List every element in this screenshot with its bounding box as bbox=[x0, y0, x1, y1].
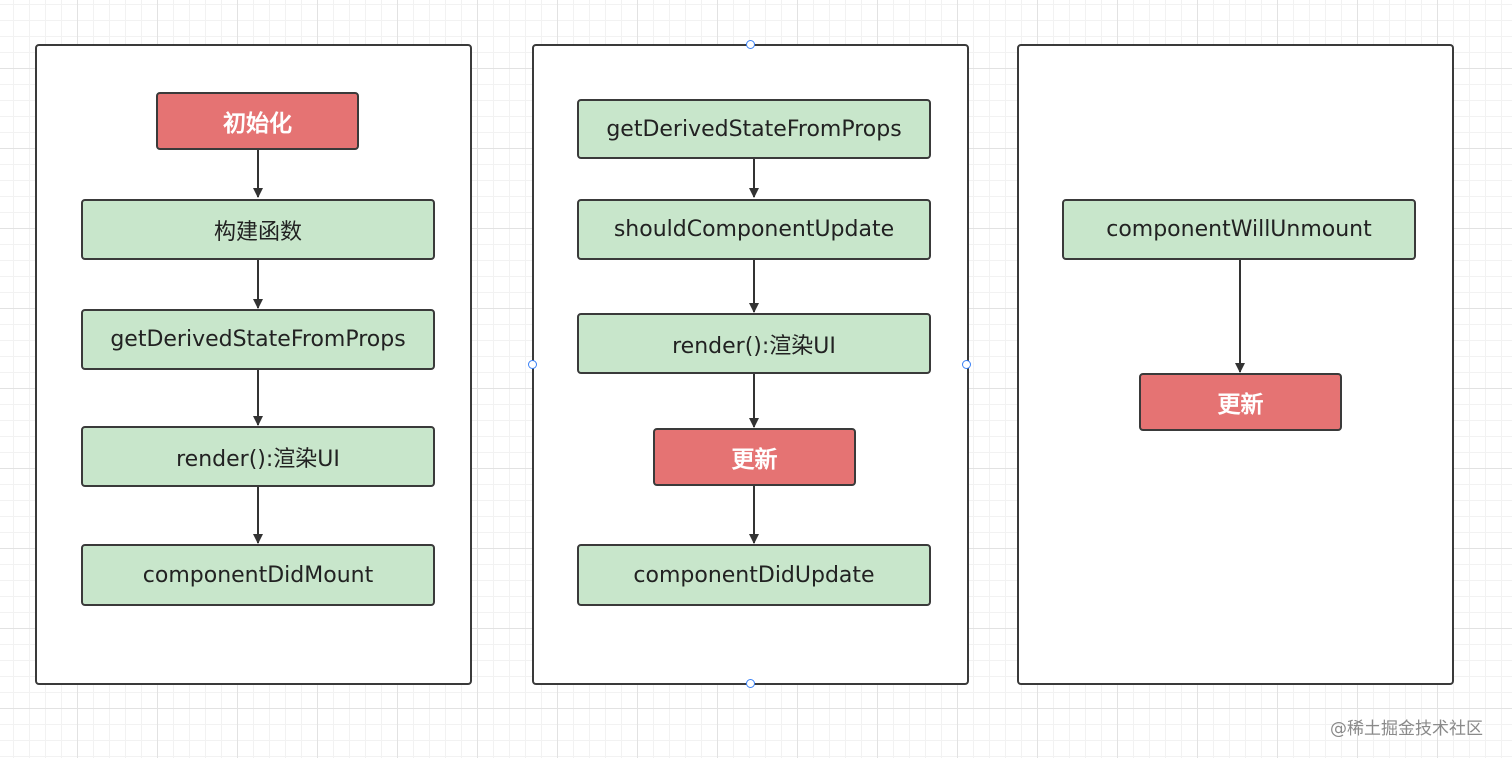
node-get-derived-state-from-props[interactable]: getDerivedStateFromProps bbox=[577, 99, 931, 159]
watermark: @稀土掘金技术社区 bbox=[1330, 719, 1483, 739]
resize-handle-right[interactable] bbox=[962, 360, 971, 369]
panel-unmount[interactable] bbox=[1017, 44, 1454, 685]
resize-handle-bottom[interactable] bbox=[746, 679, 755, 688]
node-render[interactable]: render():渲染UI bbox=[81, 426, 435, 487]
node-component-did-mount[interactable]: componentDidMount bbox=[81, 544, 435, 606]
node-update[interactable]: 更新 bbox=[1139, 373, 1342, 431]
node-constructor[interactable]: 构建函数 bbox=[81, 199, 435, 260]
node-component-did-update[interactable]: componentDidUpdate bbox=[577, 544, 931, 606]
node-get-derived-state-from-props[interactable]: getDerivedStateFromProps bbox=[81, 309, 435, 370]
resize-handle-left[interactable] bbox=[528, 360, 537, 369]
node-init[interactable]: 初始化 bbox=[156, 92, 359, 150]
node-should-component-update[interactable]: shouldComponentUpdate bbox=[577, 199, 931, 260]
node-update[interactable]: 更新 bbox=[653, 428, 856, 486]
node-render[interactable]: render():渲染UI bbox=[577, 313, 931, 374]
node-component-will-unmount[interactable]: componentWillUnmount bbox=[1062, 199, 1416, 260]
resize-handle-top[interactable] bbox=[746, 40, 755, 49]
